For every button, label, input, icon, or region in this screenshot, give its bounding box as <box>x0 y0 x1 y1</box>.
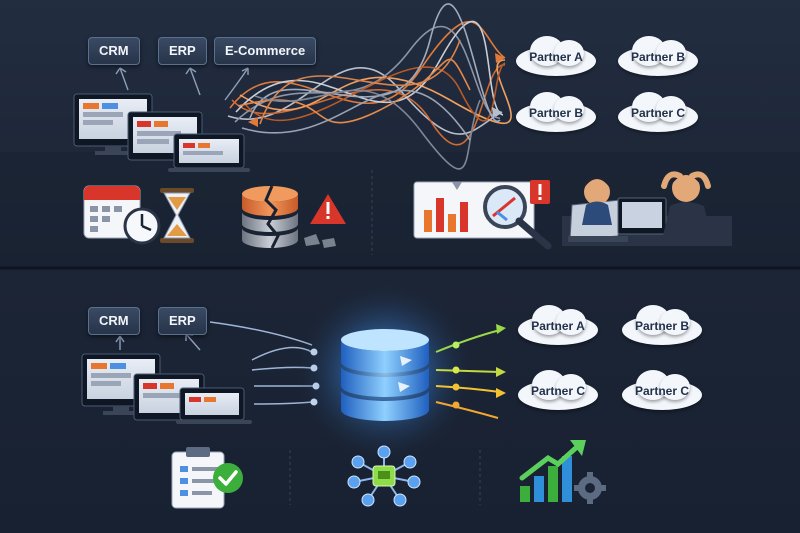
bottom-system-arrows <box>115 333 201 351</box>
top-partner-cloud-3: Partner B <box>508 92 604 134</box>
top-partner-label-1: Partner A <box>529 50 583 64</box>
tangled-connections <box>227 3 512 170</box>
top-partner-cloud-2: Partner B <box>610 36 706 78</box>
broken-database-icon <box>242 185 336 249</box>
bottom-partner-label-2: Partner B <box>634 319 690 333</box>
top-monitor-stack-icon <box>73 93 250 172</box>
bottom-partner-label-4: Partner C <box>634 384 690 398</box>
bottom-monitor-stack-icon <box>81 353 252 424</box>
network-hub-icon <box>347 445 421 507</box>
stressed-workers-icon <box>562 171 732 246</box>
top-partner-cloud-1: Partner A <box>508 36 604 78</box>
growth-chart-gear-icon <box>519 440 606 504</box>
bottom-partner-cloud-1: Partner A <box>510 305 606 347</box>
top-partner-cloud-4: Partner C <box>610 92 706 134</box>
hourglass-icon <box>160 188 194 243</box>
hub-connections-right <box>435 329 501 419</box>
bottom-partner-label-1: Partner A <box>531 319 585 333</box>
top-system-crm: CRM <box>88 37 140 65</box>
bottom-system-crm: CRM <box>88 307 140 335</box>
bottom-partner-label-3: Partner C <box>530 384 586 398</box>
calendar-clock-icon <box>83 185 161 245</box>
bottom-partner-cloud-3: Partner C <box>510 370 606 412</box>
checklist-icon <box>171 447 243 509</box>
top-partner-label-2: Partner B <box>630 50 686 64</box>
top-system-erp: ERP <box>158 37 207 65</box>
hub-output-nodes <box>452 324 506 409</box>
bottom-partner-cloud-4: Partner C <box>614 370 710 412</box>
top-system-arrows <box>115 67 249 101</box>
chart-magnifier-icon <box>413 180 552 250</box>
bottom-partner-cloud-2: Partner B <box>614 305 710 347</box>
warning-icon <box>310 194 346 224</box>
top-partner-label-3: Partner B <box>528 106 584 120</box>
tangle-arrowheads <box>248 53 505 127</box>
top-partner-label-4: Partner C <box>630 106 686 120</box>
top-system-ecommerce: E-Commerce <box>214 37 317 65</box>
bottom-system-erp: ERP <box>158 307 207 335</box>
central-database-icon <box>341 329 429 421</box>
